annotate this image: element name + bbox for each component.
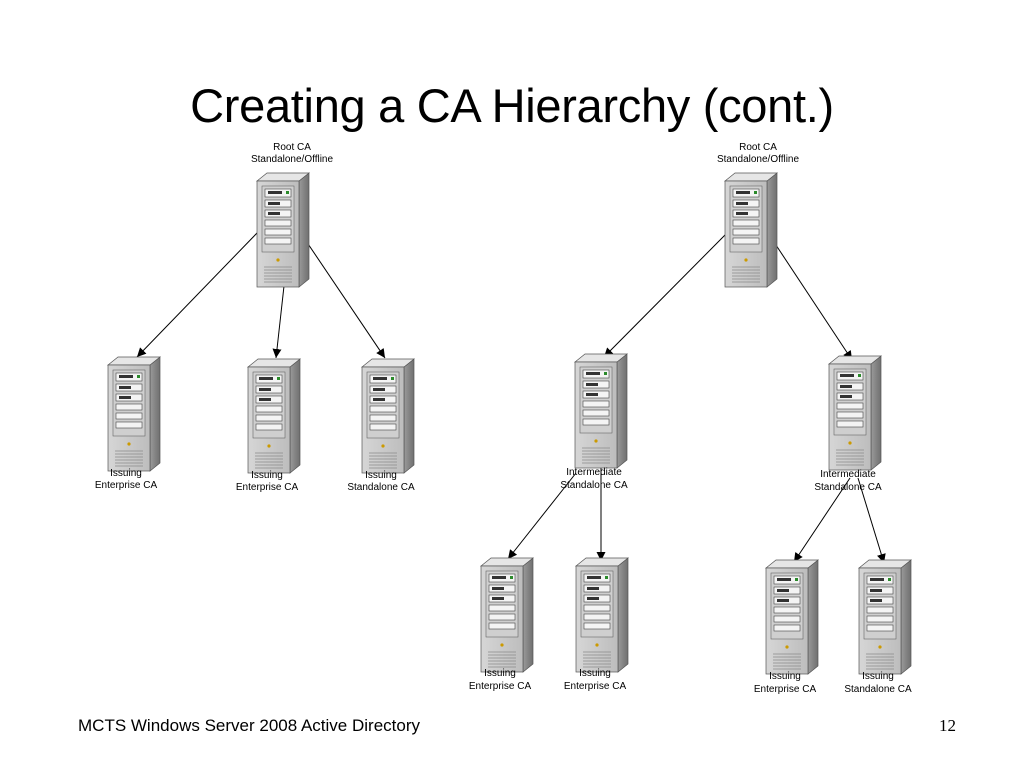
left-root-label-line2: Standalone/Offline <box>251 154 334 165</box>
left-root-label-line1: Root CA <box>273 142 311 153</box>
left-child-1-label: Issuing Enterprise CA <box>95 468 158 491</box>
intermediate-1-label-line2: Standalone CA <box>560 480 628 491</box>
intermediate-2-label-line1: Intermediate <box>820 469 876 480</box>
left-child-2-label-line1: Issuing <box>251 470 283 481</box>
right-issuing-1-label-line2: Enterprise CA <box>469 681 532 692</box>
connector-left-root-to-issuing-3 <box>299 231 386 359</box>
right-issuing-1-label: Issuing Enterprise CA <box>469 668 532 692</box>
left-root-ca-server-icon <box>256 172 310 288</box>
right-root-ca-server-icon <box>724 172 778 288</box>
left-root-label: Root CA Standalone/Offline <box>251 142 334 165</box>
connector-intermediate-2-to-issuing-1 <box>793 477 851 563</box>
right-issuing-enterprise-ca-2-server-icon <box>575 557 629 673</box>
connector-intermediate-2-to-issuing-2 <box>857 477 886 564</box>
left-tree-connectors <box>136 231 386 359</box>
right-issuing-4-label: Issuing Standalone CA <box>844 671 912 695</box>
intermediate-1-label: Intermediate Standalone CA <box>560 467 628 491</box>
right-issuing-2-label: Issuing Enterprise CA <box>564 668 627 692</box>
right-issuing-2-label-line1: Issuing <box>579 668 611 679</box>
left-child-1-label-line1: Issuing <box>110 468 142 479</box>
footer-text: MCTS Windows Server 2008 Active Director… <box>78 716 420 735</box>
right-issuing-4-label-line2: Standalone CA <box>844 684 912 695</box>
intermediate-2-label: Intermediate Standalone CA <box>814 469 882 493</box>
left-child-2-label: Issuing Enterprise CA <box>236 470 299 493</box>
left-child-3-label: Issuing Standalone CA <box>347 470 415 493</box>
right-issuing-enterprise-ca-3-server-icon <box>765 559 819 675</box>
left-child-2-label-line2: Enterprise CA <box>236 482 299 493</box>
right-tree-connectors <box>507 232 886 564</box>
right-root-label: Root CA Standalone/Offline <box>717 142 800 165</box>
left-issuing-enterprise-ca-2-server-icon <box>247 358 301 474</box>
intermediate-1-label-line1: Intermediate <box>566 467 622 478</box>
connector-left-root-to-issuing-1 <box>136 231 259 358</box>
right-issuing-2-label-line2: Enterprise CA <box>564 681 627 692</box>
left-issuing-standalone-ca-server-icon <box>361 358 415 474</box>
right-issuing-3-label-line2: Enterprise CA <box>754 684 817 695</box>
connector-intermediate-1-to-issuing-1 <box>507 472 577 560</box>
left-child-3-label-line2: Standalone CA <box>347 482 415 493</box>
right-issuing-enterprise-ca-1-server-icon <box>480 557 534 673</box>
slide-title: Creating a CA Hierarchy (cont.) <box>190 79 834 132</box>
connector-right-root-to-intermediate-1 <box>603 232 728 358</box>
connector-left-root-to-issuing-2 <box>272 285 285 359</box>
right-issuing-3-label-line1: Issuing <box>769 671 801 682</box>
right-issuing-1-label-line1: Issuing <box>484 668 516 679</box>
page-number: 12 <box>939 716 956 735</box>
right-root-label-line1: Root CA <box>739 142 777 153</box>
connector-right-root-to-intermediate-2 <box>767 232 853 361</box>
right-issuing-3-label: Issuing Enterprise CA <box>754 671 817 695</box>
left-child-1-label-line2: Enterprise CA <box>95 480 158 491</box>
right-issuing-standalone-ca-server-icon <box>858 559 912 675</box>
intermediate-ca-2-server-icon <box>828 355 882 471</box>
intermediate-2-label-line2: Standalone CA <box>814 482 882 493</box>
right-issuing-4-label-line1: Issuing <box>862 671 894 682</box>
left-child-3-label-line1: Issuing <box>365 470 397 481</box>
intermediate-ca-1-server-icon <box>574 353 628 469</box>
left-issuing-enterprise-ca-1-server-icon <box>107 356 161 472</box>
right-root-label-line2: Standalone/Offline <box>717 154 800 165</box>
